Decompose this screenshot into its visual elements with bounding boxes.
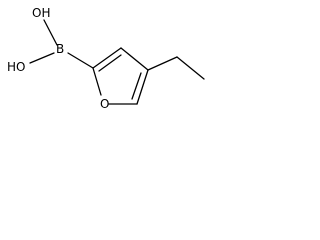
bond-b-oh-bottom bbox=[29, 52, 55, 64]
bond-b-c2 bbox=[67, 52, 94, 69]
bond-c2-c3-inner bbox=[98, 54, 122, 72]
bond-ch2-ch3 bbox=[176, 56, 205, 80]
bond-c4-c5 bbox=[136, 69, 149, 105]
bond-c3-c4 bbox=[120, 47, 149, 71]
atom-oh-top: OH bbox=[32, 6, 50, 20]
bond-o1-c2 bbox=[92, 67, 102, 96]
bond-c2-c3 bbox=[92, 47, 122, 69]
bond-c4-c5-inner bbox=[131, 72, 142, 100]
chemical-structure: OH HO B O bbox=[7, 6, 205, 111]
atom-oh-bottom: HO bbox=[7, 60, 25, 74]
bond-c4-ch2 bbox=[147, 56, 178, 71]
bond-b-oh-top bbox=[43, 19, 58, 46]
atom-ring-oxygen: O bbox=[100, 97, 109, 111]
atom-boron: B bbox=[56, 42, 64, 56]
